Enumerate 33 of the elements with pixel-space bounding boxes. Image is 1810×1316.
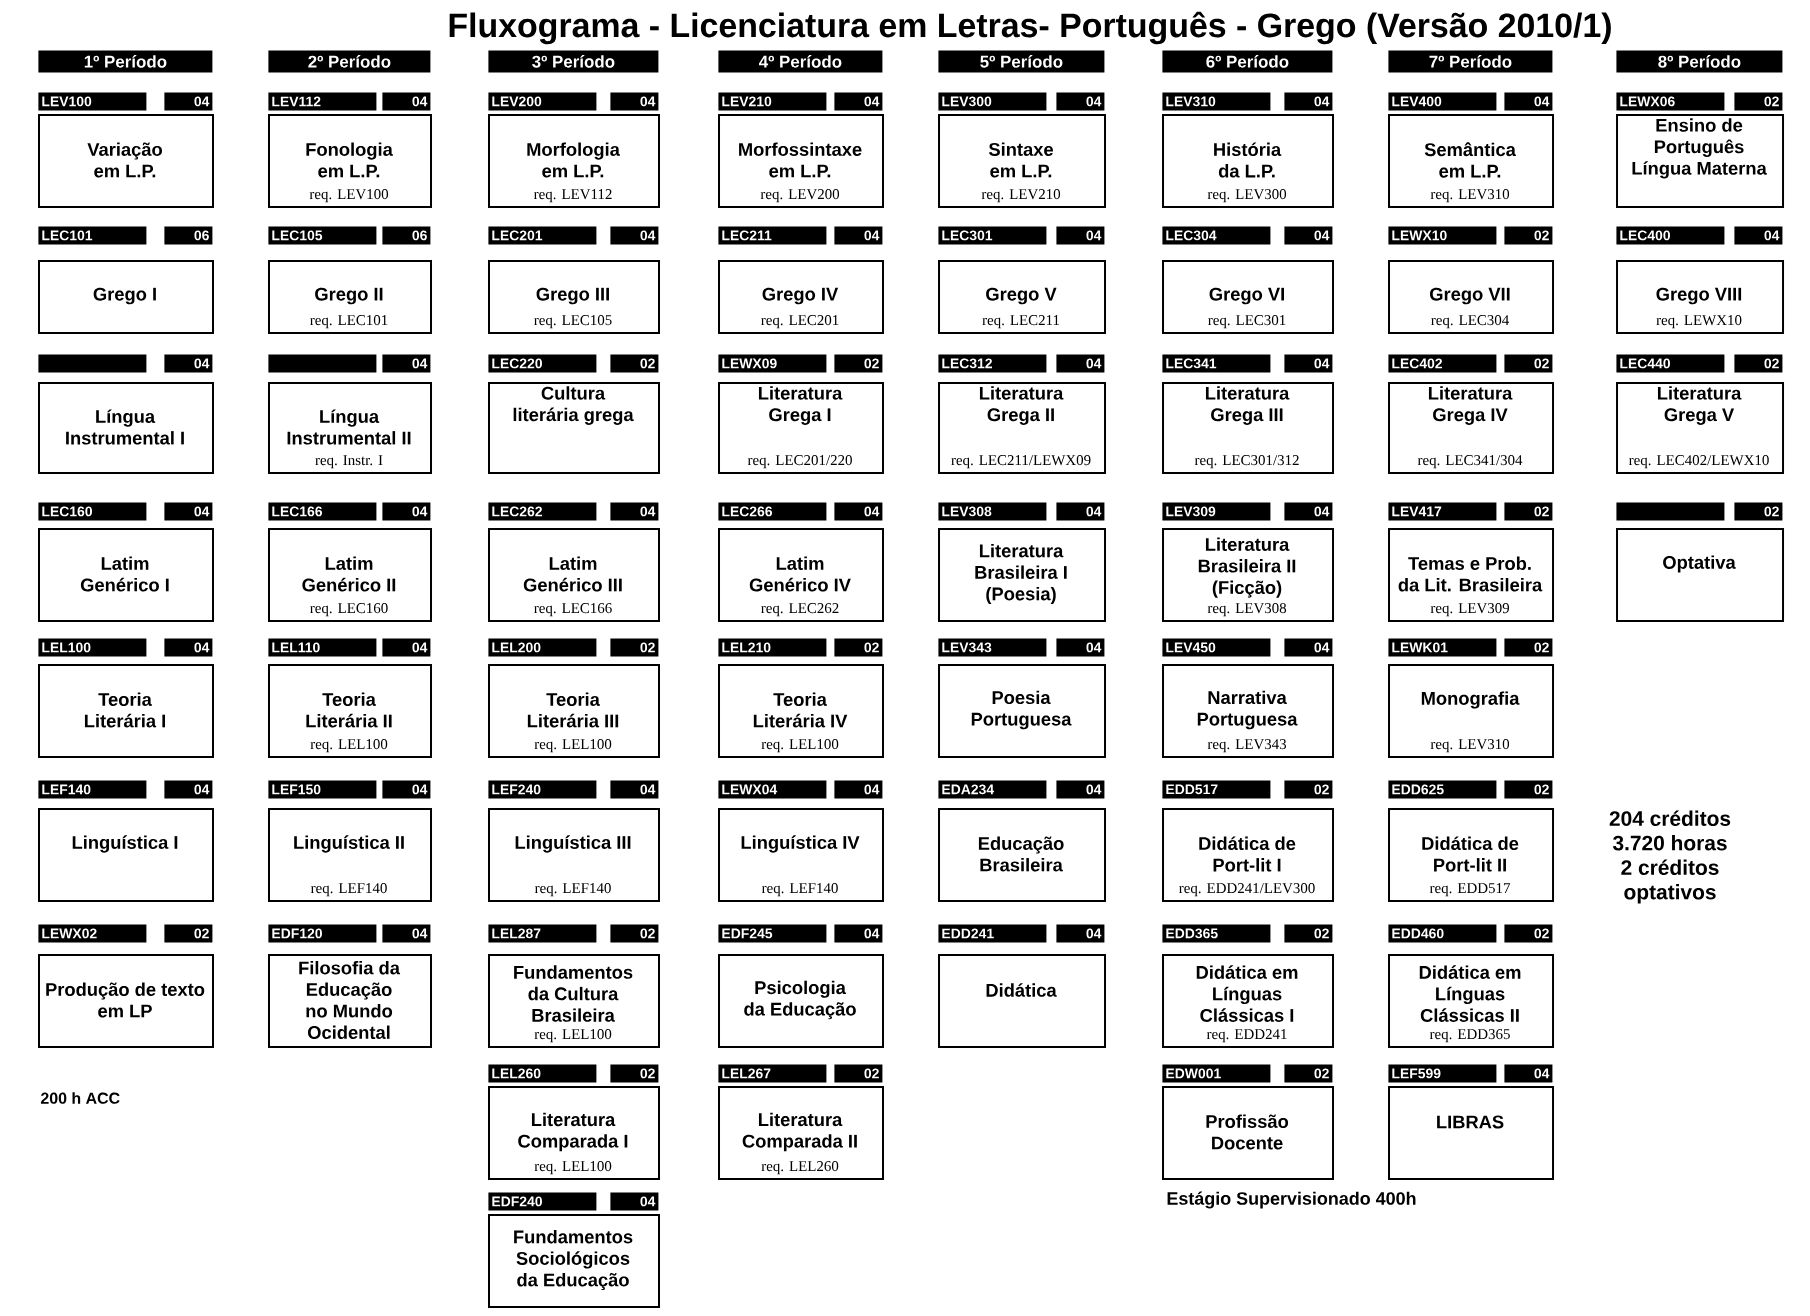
course-box: Grego I [38,260,214,334]
course-box: Variação em L.P. [38,114,214,208]
course-box: Educação Brasileira [938,808,1106,902]
semester-header: 4º Período [718,50,883,73]
course-box: Psicologia da Educação [718,954,884,1048]
credit-summary: 204 créditos 3.720 horas 2 créditos optativos [1609,810,1731,904]
semester-header: 6º Período [1162,50,1333,73]
course-box: Cultura literária grega [488,382,660,474]
semester-header: 5º Período [938,50,1105,73]
semester-header: 3º Período [488,50,659,73]
course-box: Teoria Literária I [38,664,214,758]
semester-header: 7º Período [1388,50,1553,73]
note-text: Estágio Supervisionado 400h [1167,1191,1416,1209]
semester-header: 8º Período [1616,50,1783,73]
course-box: Filosofia da Educação no Mundo Ocidental [268,954,432,1048]
course-box: Profissão Docente [1162,1086,1334,1180]
course-box: Poesia Portuguesa [938,664,1106,758]
course-box: Latim Genérico I [38,528,214,622]
course-box: Língua Instrumental I [38,382,214,474]
course-box: Ensino de Português Língua Materna [1616,114,1784,208]
course-box: Didática [938,954,1106,1048]
blank-code-bar [268,354,377,373]
blank-code-bar [38,354,147,373]
blank-code-bar [1616,502,1725,521]
course-box: Optativa [1616,528,1784,622]
course-box: LIBRAS [1388,1086,1554,1180]
course-box: Produção de texto em LP [38,954,214,1048]
semester-header: 1º Período [38,50,213,73]
diagram-title: Fluxograma - Licenciatura em Letras- Português - Grego (Versão 2010/1) [449,11,1611,45]
semester-header: 2º Período [268,50,431,73]
course-box: Literatura Brasileira I (Poesia) [938,528,1106,622]
course-box: Fundamentos Sociológicos da Educação [488,1214,660,1308]
course-box: Linguística I [38,808,214,902]
